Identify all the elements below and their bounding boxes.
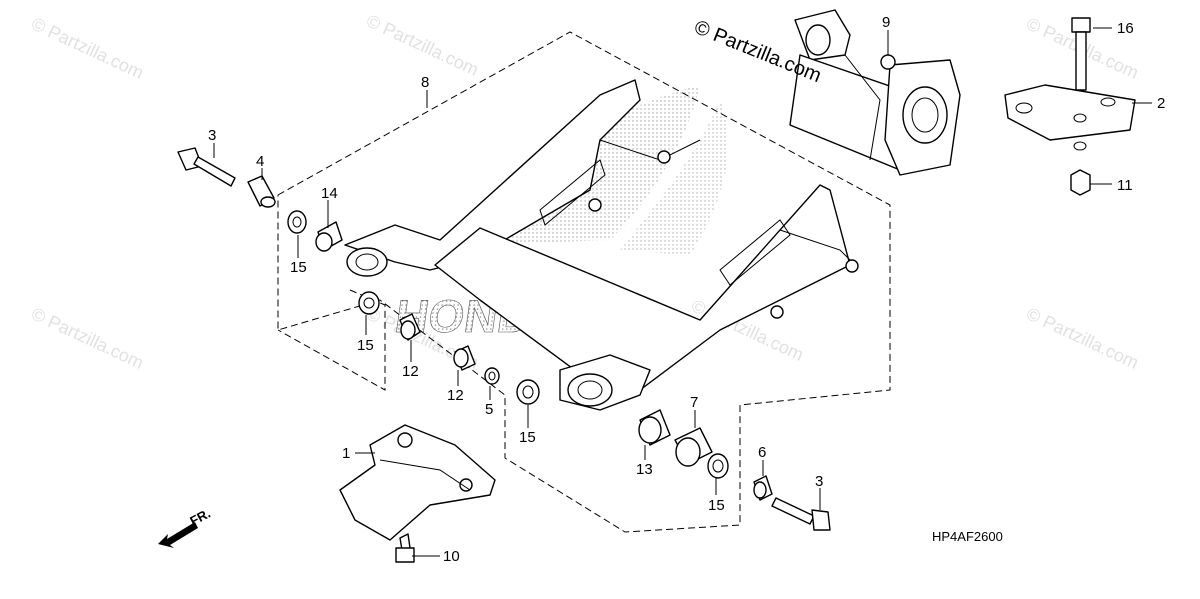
spacer-part-5[interactable] [484, 367, 500, 385]
callout-11: 11 [1117, 177, 1133, 194]
callout-3: 3 [815, 473, 823, 490]
callout-3: 3 [208, 127, 216, 144]
bolt-part-3-right[interactable] [771, 497, 831, 531]
callout-15: 15 [357, 337, 374, 354]
callout-8: 8 [421, 74, 429, 91]
bearing-part-15-upper[interactable] [287, 210, 307, 234]
callout-4: 4 [256, 153, 264, 170]
callout-9: 9 [882, 14, 890, 31]
collar-part-6[interactable] [753, 475, 773, 501]
arrow-icon [158, 522, 198, 548]
callout-16: 16 [1117, 20, 1134, 37]
callout-14: 14 [321, 185, 338, 202]
watermark-text: © Partzilla.com [28, 13, 146, 82]
callout-6: 6 [758, 444, 766, 461]
bearing-part-15-mid[interactable] [516, 379, 540, 405]
diagram-code: HP4AF2600 [932, 529, 1003, 544]
nut-part-11[interactable] [1070, 169, 1091, 196]
callout-5: 5 [485, 401, 493, 418]
bearing-part-13[interactable] [638, 409, 671, 446]
callout-labels: 3 4 14 8 9 16 2 11 15 15 12 12 5 15 7 13… [208, 14, 1165, 565]
callout-10: 10 [443, 548, 460, 565]
bracket-part-2[interactable] [1004, 84, 1136, 151]
callout-15: 15 [708, 497, 725, 514]
watermark-text: © Partzilla.com [1023, 303, 1141, 372]
bolt-part-10[interactable] [395, 533, 415, 563]
bolt-part-16[interactable] [1071, 17, 1091, 91]
swingarm-part-8[interactable] [344, 79, 859, 411]
callout-12: 12 [402, 363, 419, 380]
skid-plate-part-1[interactable] [339, 424, 496, 541]
callout-2: 2 [1157, 95, 1165, 112]
collar-part-4[interactable] [247, 175, 276, 208]
bushing-part-12-a[interactable] [399, 313, 421, 341]
bolt-part-3-left[interactable] [177, 147, 236, 187]
leader-lines [213, 27, 1152, 557]
watermark-text: © Partzilla.com [363, 10, 481, 79]
watermark-text: © Partzilla.com [28, 303, 146, 372]
bearing-part-15-left[interactable] [358, 291, 380, 315]
collar-part-7[interactable] [674, 427, 713, 467]
bearing-part-15-right[interactable] [707, 453, 729, 479]
callout-15: 15 [519, 429, 536, 446]
callout-1: 1 [342, 445, 350, 462]
callout-15: 15 [290, 259, 307, 276]
callout-13: 13 [636, 461, 653, 478]
callout-7: 7 [690, 394, 698, 411]
front-direction-arrow: FR. [158, 506, 213, 548]
assembly-outline [277, 31, 891, 533]
bushing-part-12-b[interactable] [453, 345, 476, 371]
bearing-part-14[interactable] [315, 221, 343, 252]
callout-12: 12 [447, 387, 464, 404]
axle-hub-part-9[interactable] [789, 9, 961, 176]
